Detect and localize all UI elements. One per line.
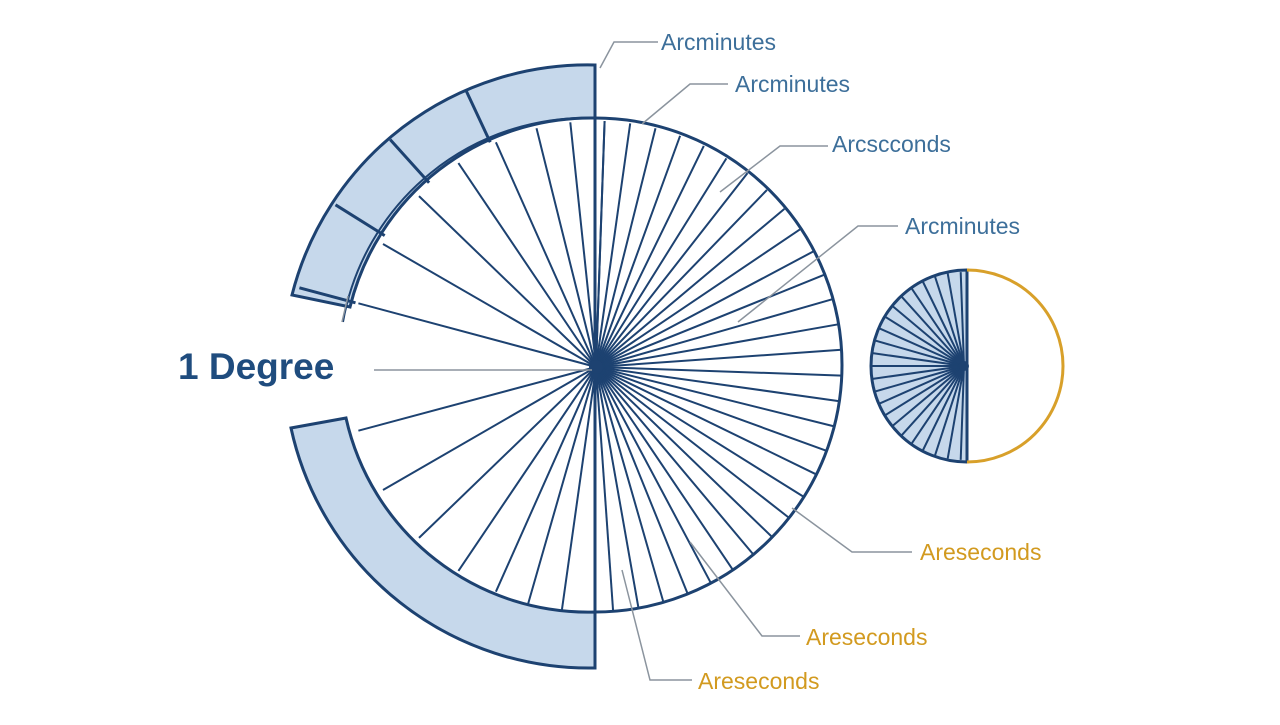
radial-line <box>595 366 665 604</box>
radial-line <box>595 135 682 368</box>
small-radial-line <box>959 365 965 460</box>
radial-line <box>595 228 801 368</box>
outer-band-lower <box>289 416 597 670</box>
band-divider <box>464 89 492 143</box>
radial-line <box>595 323 839 368</box>
center-point <box>589 360 603 374</box>
leader-arcseconds-top <box>719 145 828 193</box>
radial-line <box>595 273 825 368</box>
label-areseconds-2: Areseconds <box>806 624 927 650</box>
radial-line <box>382 366 597 491</box>
small-radial-line <box>883 365 965 417</box>
label-arcminutes-2: Arcminutes <box>735 71 850 97</box>
leader-lines <box>341 41 912 681</box>
leader-areseconds-3 <box>621 569 692 681</box>
label-arcseconds-top: Arcsсconds <box>832 131 951 157</box>
label-arcminutes-1: Arcminutes <box>661 29 776 55</box>
radial-line <box>595 366 806 499</box>
label-arcminutes-3: Arcminutes <box>905 213 1020 239</box>
small-radial-line <box>873 339 965 367</box>
radial-line <box>358 302 597 368</box>
small-circle <box>869 268 1065 464</box>
radial-line <box>457 162 597 368</box>
small-radial-line <box>891 304 965 367</box>
small-radial-line <box>921 281 965 367</box>
radial-line <box>560 366 597 611</box>
small-circle-radial-lines <box>870 272 965 460</box>
radial-line <box>358 366 597 432</box>
radial-line <box>595 298 833 368</box>
radial-line <box>595 366 640 610</box>
outer-band-upper <box>290 63 597 309</box>
leader-areseconds-2 <box>689 541 800 637</box>
radial-line <box>527 366 597 604</box>
radial-line <box>494 366 597 593</box>
radial-line <box>595 366 828 453</box>
radial-line <box>595 172 749 368</box>
radial-line <box>595 157 728 368</box>
small-radial-line <box>891 365 965 428</box>
radial-line <box>535 128 597 368</box>
main-circle-inner-arc-upper <box>342 116 596 323</box>
outer-band-dividers <box>299 89 492 305</box>
label-areseconds-3: Areseconds <box>698 668 819 694</box>
small-radial-line <box>959 272 965 367</box>
radial-line <box>595 208 786 368</box>
band-divider <box>334 203 386 237</box>
leader-arcminutes-3 <box>737 225 898 323</box>
small-radial-line <box>934 276 965 367</box>
small-radial-line <box>946 365 965 459</box>
radial-line <box>595 366 791 520</box>
small-radial-line <box>873 365 965 393</box>
small-radial-line <box>900 295 965 367</box>
main-radial-lines <box>358 121 842 613</box>
radial-line <box>595 145 705 368</box>
small-circle-gold-half <box>966 268 1065 464</box>
leader-arcminutes-1 <box>599 41 658 69</box>
leader-degree-tick <box>341 295 349 323</box>
radial-line <box>494 141 597 368</box>
small-radial-line <box>946 273 965 367</box>
radial-line <box>595 250 814 368</box>
radial-line <box>595 366 690 596</box>
radial-line <box>595 348 842 368</box>
radial-line <box>569 122 597 368</box>
radial-line <box>595 121 606 368</box>
radial-line <box>595 366 713 585</box>
small-radial-line <box>877 365 965 406</box>
small-radial-line <box>870 351 965 367</box>
radial-line <box>595 366 735 572</box>
small-radial-line <box>870 365 965 381</box>
radial-line <box>457 366 597 572</box>
radial-line <box>382 243 597 368</box>
radial-line <box>595 366 818 476</box>
radial-line <box>595 123 632 368</box>
small-circle-center <box>959 361 969 371</box>
small-radial-line <box>934 365 965 456</box>
radial-line <box>595 128 657 368</box>
small-radial-line <box>921 365 965 451</box>
radial-line <box>595 189 768 368</box>
radial-line <box>595 366 774 539</box>
small-radial-line <box>910 287 965 367</box>
label-one-degree: 1 Degree <box>178 346 334 387</box>
small-radial-line <box>883 315 965 367</box>
radial-line <box>418 195 597 368</box>
leader-arcminutes-2 <box>641 83 728 125</box>
label-areseconds-1: Areseconds <box>920 539 1041 565</box>
radial-line <box>595 366 835 428</box>
radial-line <box>595 366 840 403</box>
radial-line <box>595 366 755 557</box>
band-divider <box>299 286 356 305</box>
small-radial-line <box>900 365 965 437</box>
small-radial-line <box>877 326 965 367</box>
band-divider <box>389 138 431 184</box>
small-radial-line <box>910 365 965 445</box>
radial-line <box>595 366 842 377</box>
radial-line <box>595 366 615 613</box>
leader-areseconds-1 <box>791 507 912 553</box>
radial-line <box>418 366 597 539</box>
